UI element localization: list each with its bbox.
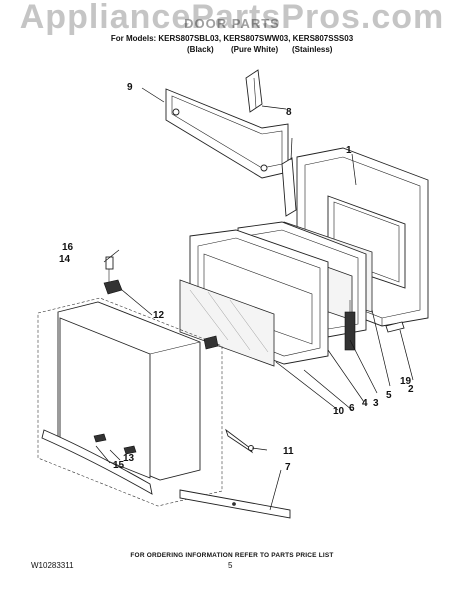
part-door-handle (41, 429, 153, 495)
callout-11: 11 (283, 446, 294, 457)
document-number: W10283311 (31, 561, 74, 570)
callout-16: 16 (62, 242, 74, 253)
callout-3: 3 (373, 398, 379, 409)
callout-19: 19 (400, 376, 412, 387)
color-label-black: (Black) (187, 45, 214, 54)
model-numbers: For Models: KERS807SBL03, KERS807SWW03, … (110, 34, 354, 43)
part-screw-16 (105, 256, 114, 282)
color-label-stainless: (Stainless) (292, 45, 333, 54)
callout-12: 12 (153, 310, 165, 321)
part-hinge-lever (225, 428, 254, 454)
callout-5: 5 (386, 390, 392, 401)
part-screw-19 (385, 321, 405, 333)
part-vent-bracket (245, 69, 297, 217)
part-bottom-trim (179, 489, 291, 519)
callout-6: 6 (349, 403, 355, 414)
site-watermark: AppliancePartsPros.com (19, 0, 445, 36)
part-vent-trim (165, 88, 289, 179)
page-number: 5 (228, 561, 233, 570)
callout-8: 8 (286, 107, 292, 118)
callout-7: 7 (285, 462, 291, 473)
color-label-white: (Pure White) (231, 45, 279, 54)
callout-9: 9 (127, 82, 133, 93)
part-hinge (344, 300, 356, 351)
callout-labels: 1 2 3 4 5 6 7 8 9 10 11 12 13 14 15 16 1… (59, 82, 414, 473)
callout-4: 4 (362, 398, 368, 409)
callout-1: 1 (346, 145, 352, 156)
part-outer-door-panel (37, 297, 223, 507)
callout-14: 14 (59, 254, 71, 265)
leader-lines (95, 87, 414, 511)
ordering-note: FOR ORDERING INFORMATION REFER TO PARTS … (130, 552, 334, 559)
callout-15: 15 (113, 460, 125, 471)
part-inner-glass (179, 279, 275, 367)
callout-2: 2 (408, 384, 414, 395)
diagram-title: DOOR PARTS (184, 16, 280, 31)
callout-13: 13 (123, 453, 135, 464)
part-clip-12 (103, 279, 219, 350)
callout-10: 10 (333, 406, 345, 417)
